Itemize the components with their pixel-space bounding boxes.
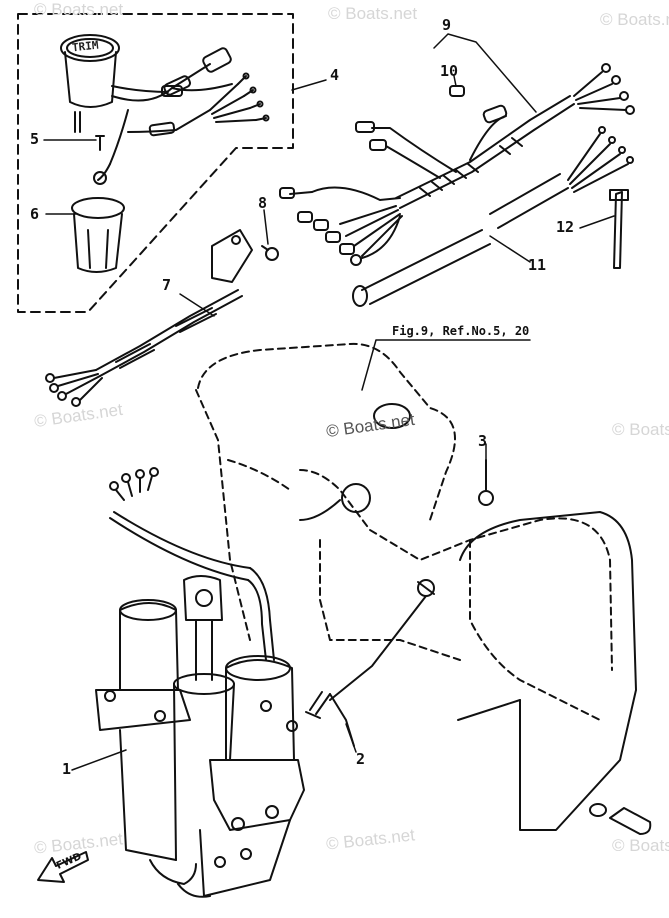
clip-part-10 <box>449 85 465 97</box>
callout-3: 3 <box>478 432 488 450</box>
callout-2: 2 <box>356 750 366 768</box>
leader-lines <box>43 33 615 771</box>
callout-12: 12 <box>556 218 575 236</box>
figure-reference: Fig.9, Ref.No.5, 20 <box>392 324 530 338</box>
callout-7: 7 <box>162 276 172 294</box>
extension-harness-part-11 <box>352 126 634 307</box>
gauge-bracket-part-6 <box>71 197 125 273</box>
kit-boundary-dashed <box>17 13 294 313</box>
screw-part-5 <box>95 135 105 151</box>
nut-part-3 <box>478 459 494 506</box>
watermark: © Boats.net <box>612 420 669 439</box>
watermark: © Boats.net <box>34 0 124 19</box>
callout-4: 4 <box>330 66 340 84</box>
trim-gauge <box>60 34 233 133</box>
watermark: © Boats.net <box>600 10 669 29</box>
bracket-fastener <box>329 579 435 701</box>
gauge-harness <box>93 72 270 185</box>
bracket-outline-dashed <box>195 342 613 721</box>
gauge-face-label: TRIM <box>71 38 100 55</box>
screw-part-8 <box>261 245 279 261</box>
callout-5: 5 <box>30 130 40 148</box>
tilt-tube <box>299 403 411 521</box>
callout-8: 8 <box>258 194 268 212</box>
power-trim-unit-part-1 <box>95 575 305 898</box>
callout-9: 9 <box>442 16 452 34</box>
watermark: © Boats.net <box>612 836 669 855</box>
callout-6: 6 <box>30 205 40 223</box>
trim-switch-part-7 <box>45 229 253 407</box>
bracket-bolt-bottom <box>589 803 652 835</box>
wire-harness-part-9 <box>279 63 635 266</box>
callout-11: 11 <box>528 256 547 274</box>
callout-10: 10 <box>440 62 459 80</box>
forward-arrow <box>37 851 89 883</box>
trim-unit-cable <box>109 467 275 661</box>
watermark: © Boats.net <box>328 4 418 23</box>
transom-bracket-right <box>457 511 637 831</box>
callout-1: 1 <box>62 760 72 778</box>
cable-tie-part-12 <box>609 189 629 269</box>
